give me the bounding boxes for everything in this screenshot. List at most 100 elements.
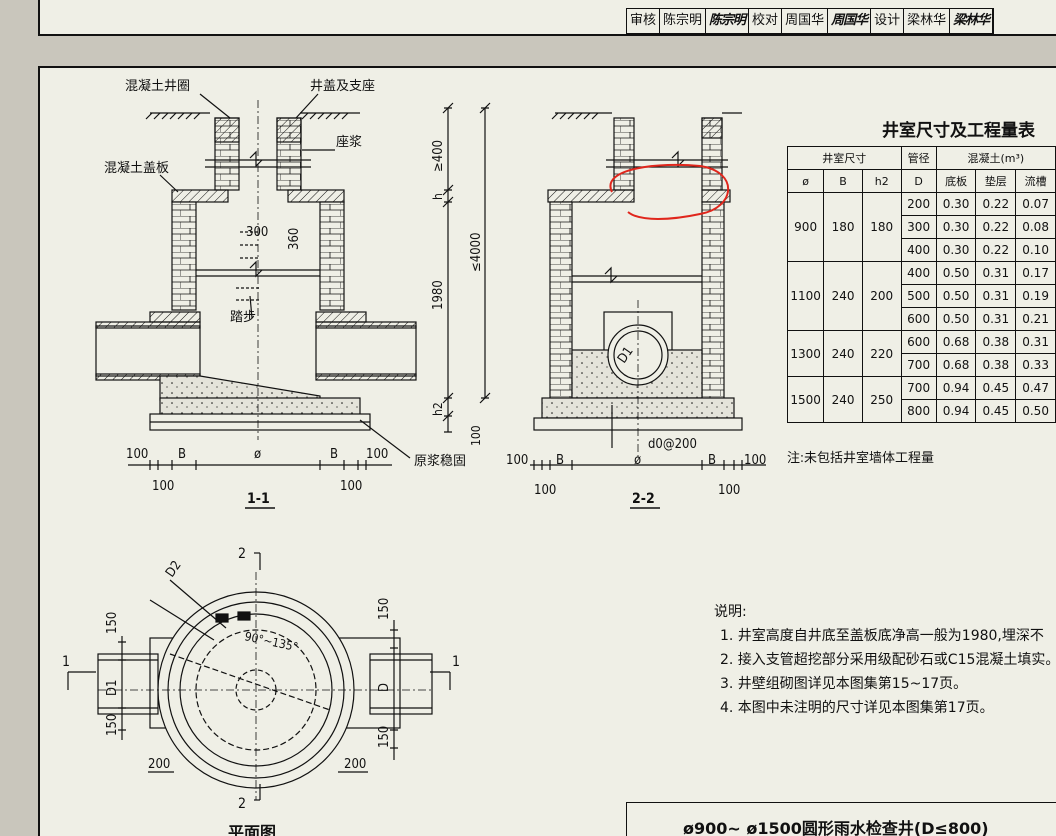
notes-block: 说明: 1. 井室高度自井底至盖板底净高一般为1980,埋深不 2. 接入支管超… [714,600,1056,720]
cell-concrete: 0.22 [975,192,1017,216]
cell-concrete: 0.31 [975,307,1017,331]
label-cover-slab: 混凝土盖板 [104,160,169,176]
dim-300: 300 [246,225,268,240]
cell-concrete: 0.31 [975,284,1017,308]
cell-pipe-d: 700 [900,353,937,377]
note-item: 4. 本图中未注明的尺寸详见本图集第17页。 [720,700,994,716]
table-note: 注:未包括井室墙体工程量 [787,450,934,466]
header-concrete: 混凝土(m³) [935,146,1056,170]
notes-heading: 说明: [714,604,747,620]
cell-b: 240 [823,330,863,377]
dim-d0: d0@200 [648,437,697,452]
sub-header-slab: 底板 [935,169,977,193]
note-item: 1. 井室高度自井底至盖板底净高一般为1980,埋深不 [720,628,1044,644]
dim-h2: h2 [431,402,445,416]
cell-phi: 1300 [786,330,825,377]
cut-mark-2-top: 2 [238,546,246,562]
dim-150-right-top: 150 [377,598,392,620]
check-label: 校对 [749,9,783,33]
cell-concrete: 0.19 [1015,284,1056,308]
dim-min-400: ≥400 [431,140,446,172]
dim-100-right-low: 100 [340,479,362,494]
dim-150-left-bottom: 150 [105,714,120,736]
dim-h: h [431,193,445,200]
cell-concrete: 0.07 [1015,192,1056,216]
dim-d-plan: D [377,683,392,692]
cut-mark-1-right: 1 [452,654,460,670]
dim-100-right-low-2: 100 [718,483,740,498]
cell-concrete: 0.50 [935,307,977,331]
cell-b: 240 [823,376,863,423]
dim-200-right: 200 [344,757,366,772]
label-steps: 踏步 [230,310,256,325]
cell-concrete: 0.38 [975,353,1017,377]
cut-mark-1-left: 1 [62,654,70,670]
note-item: 2. 接入支管超挖部分采用级配砂石或C15混凝土填实。 [720,652,1056,668]
dim-100-side: 100 [469,425,483,446]
cell-pipe-d: 400 [900,261,937,285]
cell-concrete: 0.17 [1015,261,1056,285]
cell-concrete: 0.08 [1015,215,1056,239]
cell-concrete: 0.50 [1015,399,1056,423]
cell-concrete: 0.22 [975,215,1017,239]
cell-concrete: 0.50 [935,284,977,308]
cell-phi: 1500 [786,376,825,423]
cell-phi: 1100 [786,261,825,331]
reviewer-signature: 陈宗明 [706,9,750,33]
cell-concrete: 0.38 [975,330,1017,354]
dim-100-left-low: 100 [152,479,174,494]
cell-concrete: 0.30 [935,192,977,216]
cell-concrete: 0.31 [1015,330,1056,354]
plan-view [67,552,451,801]
dim-100-right-2: 100 [744,453,766,468]
cell-pipe-d: 500 [900,284,937,308]
cell-h2: 180 [861,192,902,262]
cell-concrete: 0.94 [935,399,977,423]
header-chamber: 井室尺寸 [787,146,902,170]
cut-mark-2-bottom: 2 [238,796,246,812]
cell-h2: 220 [861,330,902,377]
cell-h2: 200 [861,261,902,331]
designer-name: 梁林华 [904,9,951,33]
cell-concrete: 0.22 [975,238,1017,262]
dim-b-right: B [330,447,338,462]
dim-360: 360 [287,228,302,250]
cell-b: 240 [823,261,863,331]
designer-signature: 梁林华 [950,9,994,33]
label-mortar-bed: 座浆 [336,135,362,150]
cell-pipe-d: 800 [900,399,937,423]
cell-concrete: 0.68 [935,330,977,354]
sub-header-d: D [900,169,937,193]
dim-100-left-low-2: 100 [534,483,556,498]
cell-concrete: 0.68 [935,353,977,377]
sub-header-channel: 流槽 [1015,169,1056,193]
section-2-2-caption: 2-2 [632,491,655,507]
dim-b-left-2: B [556,453,564,468]
section-2-2-labels: D1 d0@200 100 100 B ø B 100 100 2-2 [506,344,766,507]
dim-d1-plan: D1 [105,680,120,696]
plan-caption: 平面图 [228,823,276,836]
sub-header-row: ø B h2 D 底板 垫层 流槽 [786,169,1056,193]
label-concrete-ring: 混凝土井圈 [125,78,190,94]
dim-phi-2: ø [634,453,641,468]
cell-pipe-d: 300 [900,215,937,239]
cell-concrete: 0.45 [975,376,1017,400]
reviewer-name: 陈宗明 [660,9,707,33]
cell-pipe-d: 400 [900,238,937,262]
cell-concrete: 0.21 [1015,307,1056,331]
cell-b: 180 [823,192,863,262]
dim-100-left: 100 [126,447,148,462]
cell-concrete: 0.33 [1015,353,1056,377]
cell-concrete: 0.45 [975,399,1017,423]
drawing-title: ø900~ ø1500圆形雨水检查井(D≤800) [626,802,1056,836]
header-pipe: 管径 [900,146,937,170]
